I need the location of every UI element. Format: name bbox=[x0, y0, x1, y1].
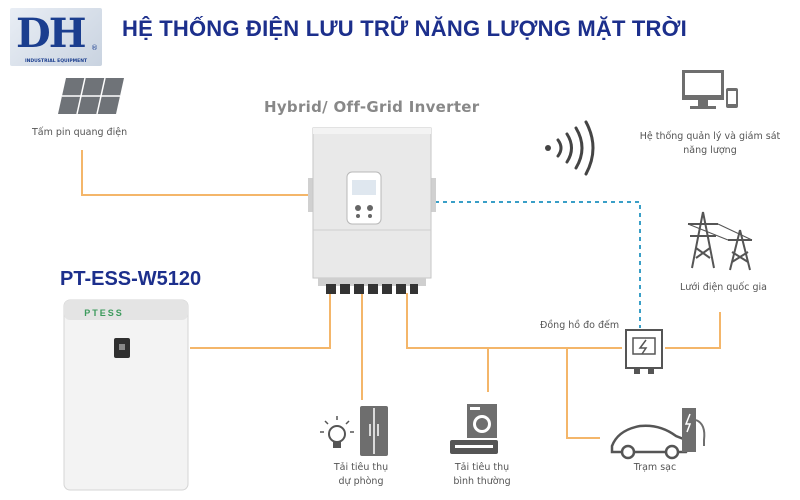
inverter-connectors bbox=[326, 284, 418, 294]
wire-monitoring-signal bbox=[435, 201, 641, 328]
logo-text: DH bbox=[16, 10, 86, 57]
washing-machine-icon bbox=[467, 404, 497, 438]
meter-label: Đồng hồ đo đếm bbox=[540, 320, 620, 331]
inverter-display-panel bbox=[346, 171, 382, 225]
normal-load-label-line1: Tải tiêu thụ bbox=[454, 462, 510, 473]
phone-icon bbox=[726, 88, 738, 108]
solar-panel-label: Tấm pin quang điện bbox=[32, 127, 128, 138]
ev-charger-icon bbox=[682, 408, 706, 452]
monitoring-label-line2: năng lượng bbox=[683, 145, 737, 156]
page-title: HỆ THỐNG ĐIỆN LƯU TRỮ NĂNG LƯỢNG MẶT TRỜ… bbox=[122, 16, 687, 41]
battery-model-label: PT-ESS-W5120 bbox=[60, 268, 202, 290]
normal-load-label-line2: bình thường bbox=[453, 476, 511, 487]
grid-label: Lưới điện quốc gia bbox=[680, 282, 767, 293]
wire-battery-to-inverter bbox=[190, 293, 331, 349]
battery-unit: PTESS bbox=[63, 299, 189, 491]
backup-load-label-line2: dự phòng bbox=[338, 476, 384, 487]
logo-registered-mark: ® bbox=[91, 44, 98, 52]
backup-load-label-line1: Tải tiêu thụ bbox=[333, 462, 389, 473]
charging-station-label: Trạm sạc bbox=[633, 462, 677, 473]
air-conditioner-icon bbox=[450, 440, 498, 454]
refrigerator-icon bbox=[360, 406, 388, 456]
inverter-title: Hybrid/ Off-Grid Inverter bbox=[264, 98, 480, 116]
battery-brand-label: PTESS bbox=[84, 308, 124, 318]
company-logo: DH ® INDUSTRIAL EQUIPMENT bbox=[10, 8, 102, 66]
monitor-icon bbox=[682, 70, 724, 109]
solar-panel-icon bbox=[58, 77, 124, 115]
inverter-unit bbox=[308, 127, 436, 294]
power-tower-icon bbox=[687, 211, 753, 271]
wifi-signal-icon bbox=[545, 120, 595, 176]
wire-solar-to-inverter bbox=[81, 150, 312, 196]
monitoring-label-line1: Hệ thống quản lý và giám sát bbox=[639, 131, 781, 142]
energy-meter-icon bbox=[625, 329, 663, 374]
power-wires bbox=[81, 150, 721, 439]
wire-to-charging-station bbox=[566, 348, 600, 439]
electric-car-icon bbox=[610, 424, 690, 460]
light-bulb-icon bbox=[320, 416, 354, 448]
wire-inverter-to-meter bbox=[406, 293, 622, 349]
wire-meter-to-grid bbox=[665, 312, 721, 349]
logo-subtitle: INDUSTRIAL EQUIPMENT bbox=[24, 59, 88, 64]
